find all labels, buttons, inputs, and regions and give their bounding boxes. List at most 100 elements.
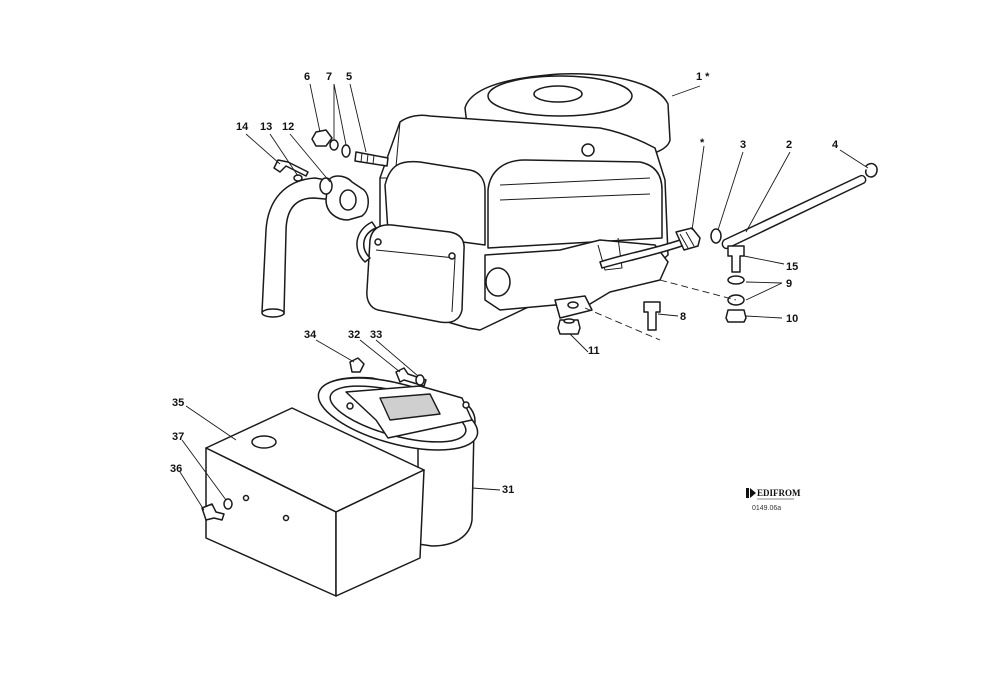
- callout-14: 14: [236, 121, 249, 133]
- callout-7: 7: [326, 71, 332, 83]
- mount-hole: [567, 301, 579, 309]
- callout-labels: 1 * 2 3 4 5 6 7 8 9 10 11 12 13 14 15 31…: [170, 71, 839, 496]
- callout-37: 37: [172, 431, 184, 443]
- leader-8: [657, 313, 679, 317]
- hose-loop-left: [356, 221, 377, 263]
- valve-cover-bolt-1: [374, 238, 382, 246]
- engine-head-right: [487, 159, 663, 249]
- bracket-clip: [379, 393, 441, 421]
- nut-6: [311, 129, 333, 147]
- hose-2: [721, 174, 867, 250]
- callout-6: 6: [304, 71, 310, 83]
- edifrom-logo: EDIFROM 0149.06a: [746, 488, 801, 512]
- leader-11: [569, 333, 589, 353]
- nut-10: [725, 309, 747, 323]
- engine-head-left: [384, 160, 486, 246]
- leader-1: [671, 85, 701, 97]
- leader-14: [245, 133, 281, 165]
- leader-7: [333, 83, 347, 146]
- engine-top-hole: [533, 85, 583, 103]
- heat-shield-screw-hole-1: [242, 494, 250, 502]
- valve-cover: [366, 224, 465, 324]
- callout-2: 2: [786, 139, 792, 151]
- bolt-14: [273, 159, 309, 177]
- leader-33: [375, 339, 419, 377]
- heat-shield-hole: [251, 435, 277, 449]
- bolt-15: [727, 245, 745, 273]
- exhaust-pipe-end: [261, 308, 285, 318]
- leader-35: [185, 405, 237, 441]
- bolt-8: [643, 301, 661, 331]
- callout-31: 31: [502, 484, 514, 496]
- leader-lines: [179, 83, 869, 511]
- callout-35: 35: [172, 397, 184, 409]
- engine-assembly: [356, 73, 683, 331]
- nut-11: [557, 319, 581, 335]
- callout-32: 32: [348, 329, 360, 341]
- leader-37: [181, 439, 227, 501]
- callout-8: 8: [680, 311, 686, 323]
- leader-36: [179, 471, 205, 511]
- callout-1: 1 *: [696, 71, 710, 83]
- callout-4: 4: [832, 139, 839, 151]
- clamp-3: [710, 228, 722, 244]
- callout-13: 13: [260, 121, 272, 133]
- crankcase-boss: [597, 237, 623, 271]
- leader-31: [471, 487, 501, 491]
- leader-32: [359, 339, 401, 373]
- exhaust-gasket-hole: [339, 189, 357, 211]
- exhaust-pipe-group: [261, 159, 369, 318]
- logo-mark-arrow: [750, 488, 756, 498]
- heat-shield-side: [335, 469, 425, 597]
- leader-3: [717, 151, 744, 231]
- callout-11: 11: [588, 345, 600, 357]
- heat-shield-screw-hole-2: [282, 514, 290, 522]
- leader-2: [745, 151, 791, 233]
- washer-9a: [727, 275, 745, 285]
- washer-7a: [329, 139, 339, 151]
- washer-13: [293, 174, 303, 182]
- leader-13: [269, 133, 299, 177]
- mount-dash-line: [584, 307, 661, 341]
- fuel-filter: [675, 227, 701, 251]
- callout-star: *: [700, 137, 705, 149]
- nut-34: [349, 357, 365, 373]
- crankcase-port: [485, 267, 511, 297]
- callout-9: 9: [786, 278, 792, 290]
- valve-cover-bolt-2: [448, 252, 456, 260]
- callout-10: 10: [786, 313, 798, 325]
- drawing-code: 0149.06a: [752, 505, 781, 512]
- bracket-hole-2: [462, 401, 470, 409]
- stud-5: [354, 151, 389, 167]
- leader-9: [745, 281, 783, 301]
- leader-star: [691, 145, 705, 231]
- leader-10: [745, 315, 783, 319]
- logo-name: EDIFROM: [757, 488, 801, 498]
- callout-36: 36: [170, 463, 182, 475]
- leader-15: [743, 255, 785, 265]
- callout-5: 5: [346, 71, 352, 83]
- callout-3: 3: [740, 139, 746, 151]
- muffler-group: [317, 357, 479, 547]
- engine-fin-line: [499, 177, 651, 186]
- engine-cap: [581, 143, 595, 157]
- callout-33: 33: [370, 329, 382, 341]
- mount-dash-line-2: [659, 279, 737, 301]
- fuel-filter-ribs: [679, 231, 695, 249]
- leader-34: [315, 339, 355, 363]
- callout-12: 12: [282, 121, 294, 133]
- engine-fin-line-2: [499, 193, 651, 201]
- washer-37: [223, 498, 233, 510]
- fuel-line-group: [675, 162, 878, 251]
- callout-34: 34: [304, 329, 317, 341]
- mounting-hardware: [557, 245, 747, 341]
- leader-12: [289, 133, 331, 183]
- stud-nut-group: [311, 129, 389, 167]
- washer-7b: [341, 144, 351, 158]
- nut-11-hole: [563, 318, 575, 324]
- bracket-hole-1: [346, 402, 354, 410]
- callout-15: 15: [786, 261, 798, 273]
- washer-33: [415, 374, 425, 386]
